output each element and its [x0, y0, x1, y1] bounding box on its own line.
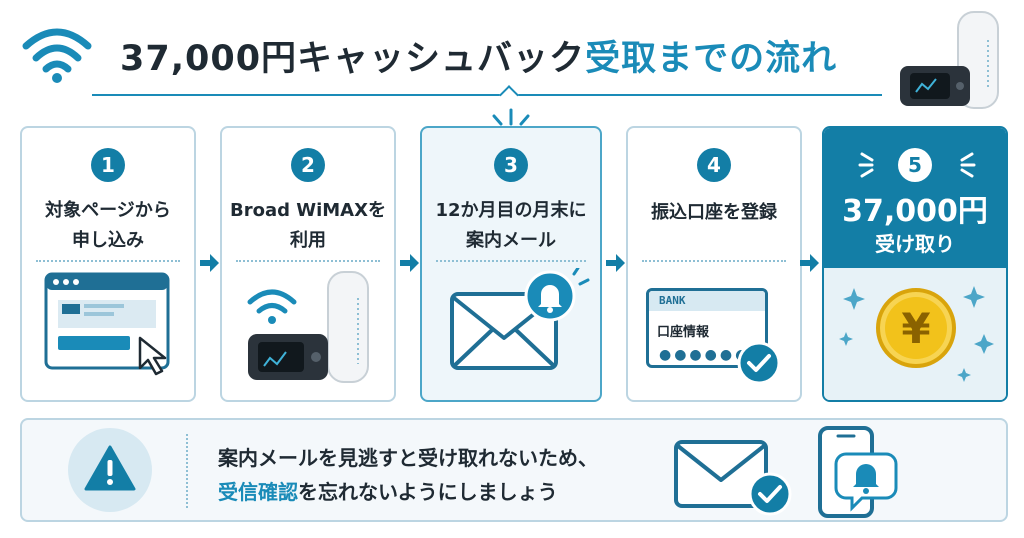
step-3-illustration [422, 266, 600, 400]
step-3-label: 12か月目の月末に 案内メール [428, 196, 594, 256]
step-1-line1: 対象ページから [45, 200, 171, 221]
step-5-label: 受け取り [875, 232, 955, 256]
notice-line-2: 受信確認を忘れないようにしましょう [218, 476, 558, 505]
bell-icon [524, 270, 576, 322]
step-4-divider [642, 260, 786, 262]
bell-icon [834, 452, 898, 512]
sparkle-icon [839, 286, 994, 382]
wifi-icon [22, 28, 92, 83]
step-2-line1: Broad WiMAXを [229, 200, 386, 221]
title-main: 37,000円キャッシュバック [120, 39, 586, 79]
step-1-card: 1 対象ページから 申し込み [20, 126, 196, 402]
mail-icon [450, 266, 590, 370]
step-5-illustration: ¥ [824, 268, 1006, 400]
step-5-number: 5 [898, 148, 932, 182]
arrow-right-icon [200, 254, 219, 272]
title-caret [499, 85, 519, 105]
step-1-divider [36, 260, 180, 262]
warning-icon-bg [68, 428, 152, 512]
notice-divider [186, 434, 188, 508]
step-4-card: 4 振込口座を登録 BANK 口座情報 ●●●●●● [626, 126, 802, 402]
title-accent: 受取までの流れ [585, 39, 838, 79]
account-dots: ●●●●●● [659, 347, 751, 363]
step-2-card: 2 Broad WiMAXを 利用 [220, 126, 396, 402]
notice-panel: 案内メールを見逃すと受け取れないため、 受信確認を忘れないようにしましょう [20, 418, 1008, 522]
step-1-number: 1 [91, 148, 125, 182]
notice-emphasis: 受信確認 [218, 480, 298, 504]
step-3-line2: 案内メール [466, 230, 556, 251]
step-2-number: 2 [291, 148, 325, 182]
step-4-line1: 振込口座を登録 [651, 202, 777, 223]
step-5-amount: 37,000円 [842, 194, 988, 229]
step-2-label: Broad WiMAXを 利用 [228, 196, 388, 256]
step-5-card: 5 37,000円 受け取り ¥ [822, 126, 1008, 402]
wifi-icon [247, 289, 297, 305]
sparkle-icon [858, 152, 976, 178]
yen-coin-icon: ¥ [876, 288, 956, 368]
cursor-icon [138, 336, 167, 376]
arrow-right-icon [606, 254, 625, 272]
check-icon [748, 472, 792, 516]
step-3-number: 3 [494, 148, 528, 182]
step-1-label: 対象ページから 申し込み [28, 196, 188, 256]
sparkle-icon [492, 108, 530, 126]
check-icon [737, 341, 781, 385]
step-4-label: 振込口座を登録 [634, 198, 794, 228]
step-1-line2: 申し込み [72, 230, 144, 251]
yen-symbol: ¥ [901, 304, 931, 353]
step-2-divider [236, 260, 380, 262]
step-3-line1: 12か月目の月末に [435, 200, 587, 221]
step-2-illustration [222, 268, 394, 400]
bank-label: BANK [649, 291, 765, 311]
notice-line-1: 案内メールを見逃すと受け取れないため、 [218, 446, 598, 470]
arrow-right-icon [800, 254, 819, 272]
step-4-illustration: BANK 口座情報 ●●●●●● [628, 268, 800, 400]
smartphone-icon [818, 426, 898, 518]
notice-line-2-rest: を忘れないようにしましょう [298, 480, 558, 504]
warning-icon [84, 445, 136, 491]
arrow-right-icon [400, 254, 419, 272]
router-icon [900, 11, 999, 109]
step-3-divider [436, 260, 586, 262]
step-2-line2: 利用 [290, 230, 326, 251]
account-info-label: 口座情報 [657, 325, 710, 340]
header: 37,000円キャッシュバック受取までの流れ [0, 0, 1024, 110]
mail-icon [674, 440, 792, 516]
browser-window-icon [44, 272, 170, 376]
router-icon [247, 271, 369, 383]
page-title: 37,000円キャッシュバック受取までの流れ [120, 30, 837, 81]
step-3-card: 3 12か月目の月末に 案内メール [420, 126, 602, 402]
step-4-number: 4 [697, 148, 731, 182]
step-1-illustration [22, 268, 194, 400]
title-underline [92, 94, 882, 96]
